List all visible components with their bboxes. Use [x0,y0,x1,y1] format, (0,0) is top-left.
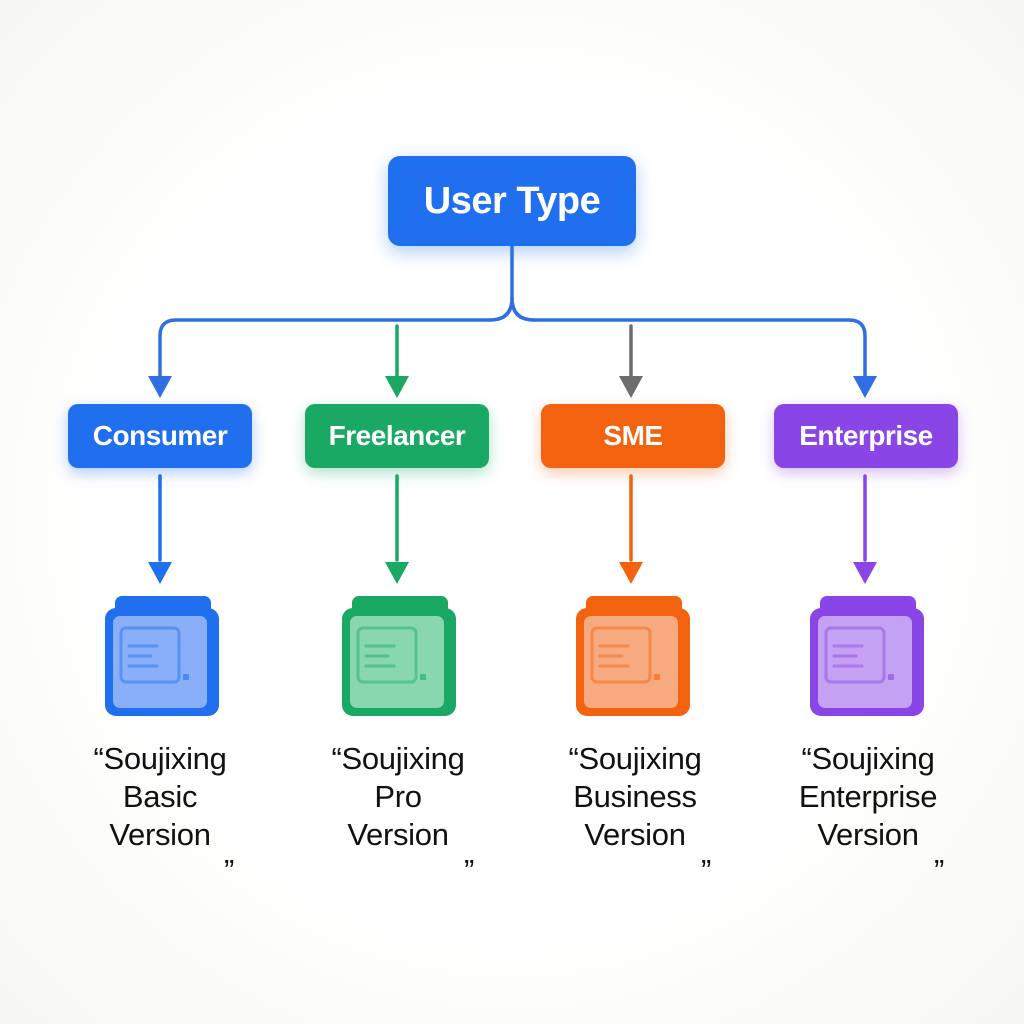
consumer-version-label: “Soujixing Basic Version ” [40,740,280,888]
enterprise-version-label: “Soujixing Enterprise Version ” [748,740,988,888]
document-folder-icon [342,596,456,716]
category-node-sme: SME [541,404,725,468]
document-folder-icon [576,596,690,716]
arrow-down-icon [619,562,643,584]
consumer-version-document-icon [105,596,219,716]
bus-connector-left [158,318,492,378]
closing-quote: ” [701,853,712,888]
version-label-line: Basic [122,779,198,814]
arrow-down-icon [619,376,643,398]
arrow-down-icon [385,376,409,398]
sme-version-label: “Soujixing Business Version ” [515,740,755,888]
category-node-enterprise: Enterprise [774,404,958,468]
version-label-line: Version [109,817,211,852]
version-label-line: “Soujixing [568,741,702,776]
arrow-down-icon [148,376,172,398]
version-label-line: Version [584,817,686,852]
arrow-down-icon [385,562,409,584]
trunk-connector [488,244,514,322]
version-label-line: Pro [374,779,422,814]
closing-quote: ” [934,853,945,888]
enterprise-version-document-icon [810,596,924,716]
version-label-line: “Soujixing [93,741,227,776]
version-label-line: Business [573,779,697,814]
root-node-user-type: User Type [388,156,636,246]
version-label-line: “Soujixing [801,741,935,776]
version-label-line: Version [347,817,449,852]
trunk-connector [510,296,536,322]
arrow-down-icon [148,562,172,584]
closing-quote: ” [464,853,475,888]
version-label-line: Enterprise [798,779,938,814]
freelancer-version-document-icon [342,596,456,716]
freelancer-version-label: “Soujixing Pro Version ” [278,740,518,888]
closing-quote: ” [224,853,235,888]
version-label-line: “Soujixing [331,741,465,776]
document-folder-icon [810,596,924,716]
bus-connector-right [532,318,867,378]
category-node-consumer: Consumer [68,404,252,468]
arrow-down-icon [853,562,877,584]
category-node-freelancer: Freelancer [305,404,489,468]
version-label-line: Version [817,817,919,852]
arrow-down-icon [853,376,877,398]
document-folder-icon [105,596,219,716]
sme-version-document-icon [576,596,690,716]
